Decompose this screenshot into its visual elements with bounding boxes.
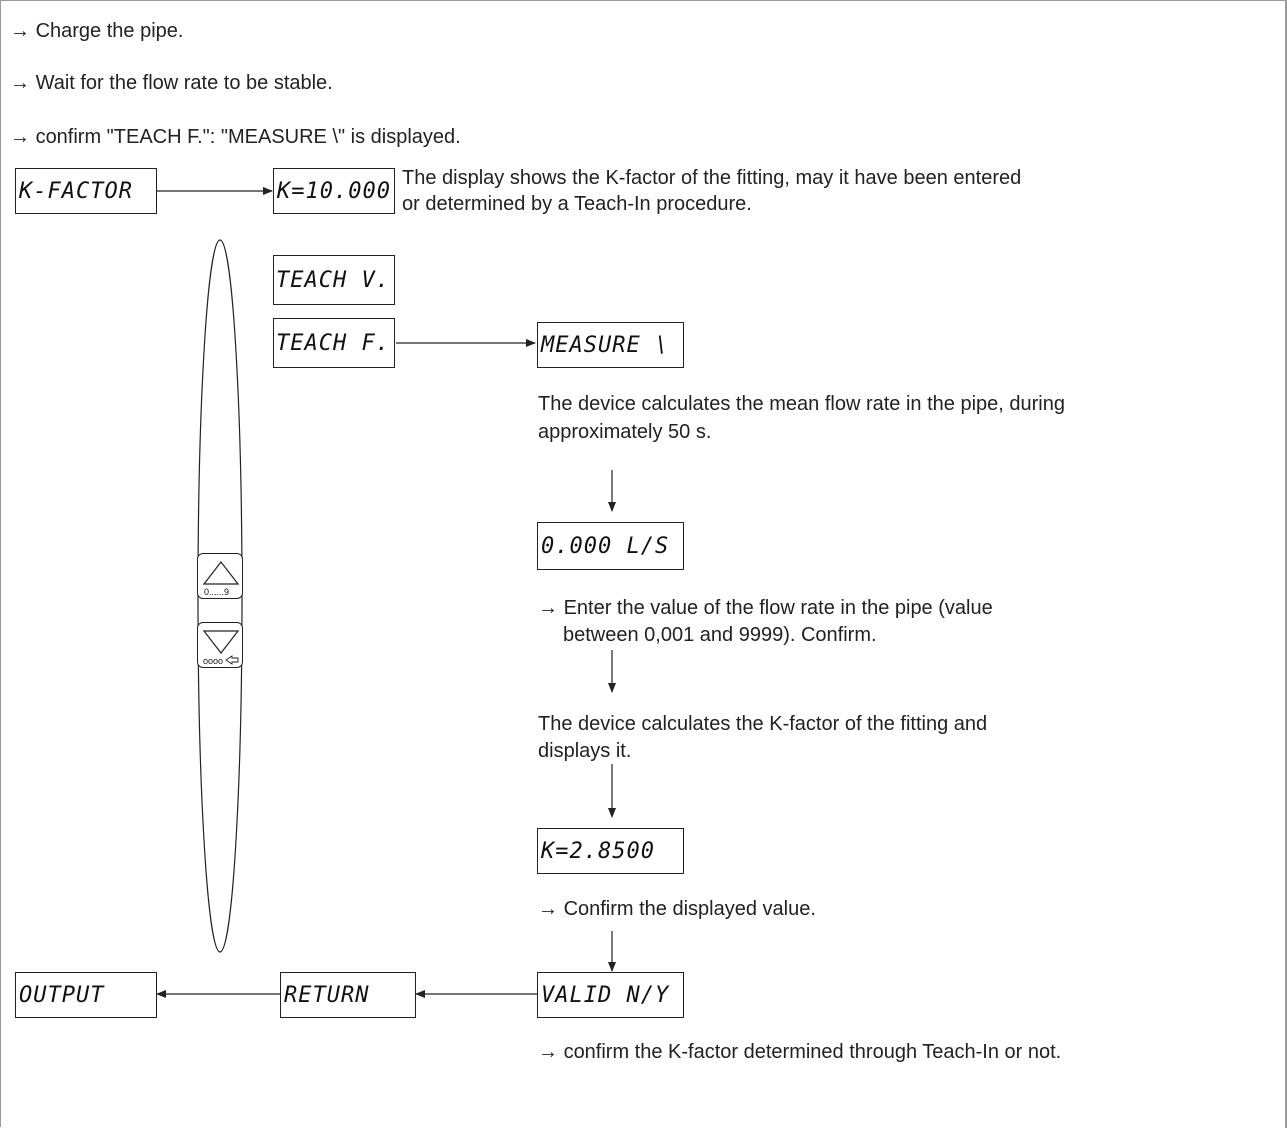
down-triangle-icon — [202, 630, 240, 665]
arrow-bullet: → — [538, 1041, 558, 1063]
calc-desc-line-2: displays it. — [538, 740, 632, 762]
up-key[interactable]: 0......9 — [197, 553, 243, 599]
k-desc-line-1: The display shows the K-factor of the fi… — [402, 167, 1022, 189]
page-frame-edge — [1285, 0, 1287, 1128]
arrow-bullet: → — [10, 126, 30, 148]
calc-desc-line-1: The device calculates the K-factor of th… — [538, 713, 988, 735]
display-measure: MEASURE \ — [537, 322, 684, 368]
display-teach-f: TEACH F. — [273, 318, 395, 368]
enter-value-line-2: between 0,001 and 9999). Confirm. — [563, 624, 877, 646]
arrow-bullet: → — [538, 898, 558, 920]
down-key[interactable]: oooo — [197, 622, 243, 668]
display-output: OUTPUT — [15, 972, 157, 1018]
display-k-result: K=2.8500 — [537, 828, 684, 874]
arrow-bullet: → — [538, 597, 558, 619]
intro-step-3: → confirm "TEACH F.": "MEASURE \" is dis… — [10, 126, 461, 148]
intro-step-1: → Charge the pipe. — [10, 20, 184, 42]
up-key-label: 0......9 — [204, 587, 230, 597]
up-triangle-icon — [202, 561, 240, 585]
k-desc-line-2: or determined by a Teach-In procedure. — [402, 193, 752, 215]
display-return: RETURN — [280, 972, 416, 1018]
down-key-label: oooo — [203, 656, 224, 666]
confirm-k-step: → confirm the K-factor determined throug… — [538, 1041, 1062, 1063]
arrow-bullet: → — [10, 20, 30, 42]
display-valid: VALID N/Y — [537, 972, 684, 1018]
display-teach-v: TEACH V. — [273, 255, 395, 305]
confirm-value-step: → Confirm the displayed value. — [538, 898, 816, 920]
display-k-value: K=10.000 — [273, 168, 395, 214]
enter-value-line-1: → Enter the value of the flow rate in th… — [538, 597, 993, 619]
measure-desc-line-1: The device calculates the mean flow rate… — [538, 393, 1065, 415]
display-k-factor: K-FACTOR — [15, 168, 157, 214]
enter-arrow-icon — [225, 655, 239, 665]
arrow-bullet: → — [10, 72, 30, 94]
display-flow-rate: 0.000 L/S — [537, 522, 684, 570]
intro-step-2: → Wait for the flow rate to be stable. — [10, 72, 333, 94]
measure-desc-line-2: approximately 50 s. — [538, 421, 712, 443]
